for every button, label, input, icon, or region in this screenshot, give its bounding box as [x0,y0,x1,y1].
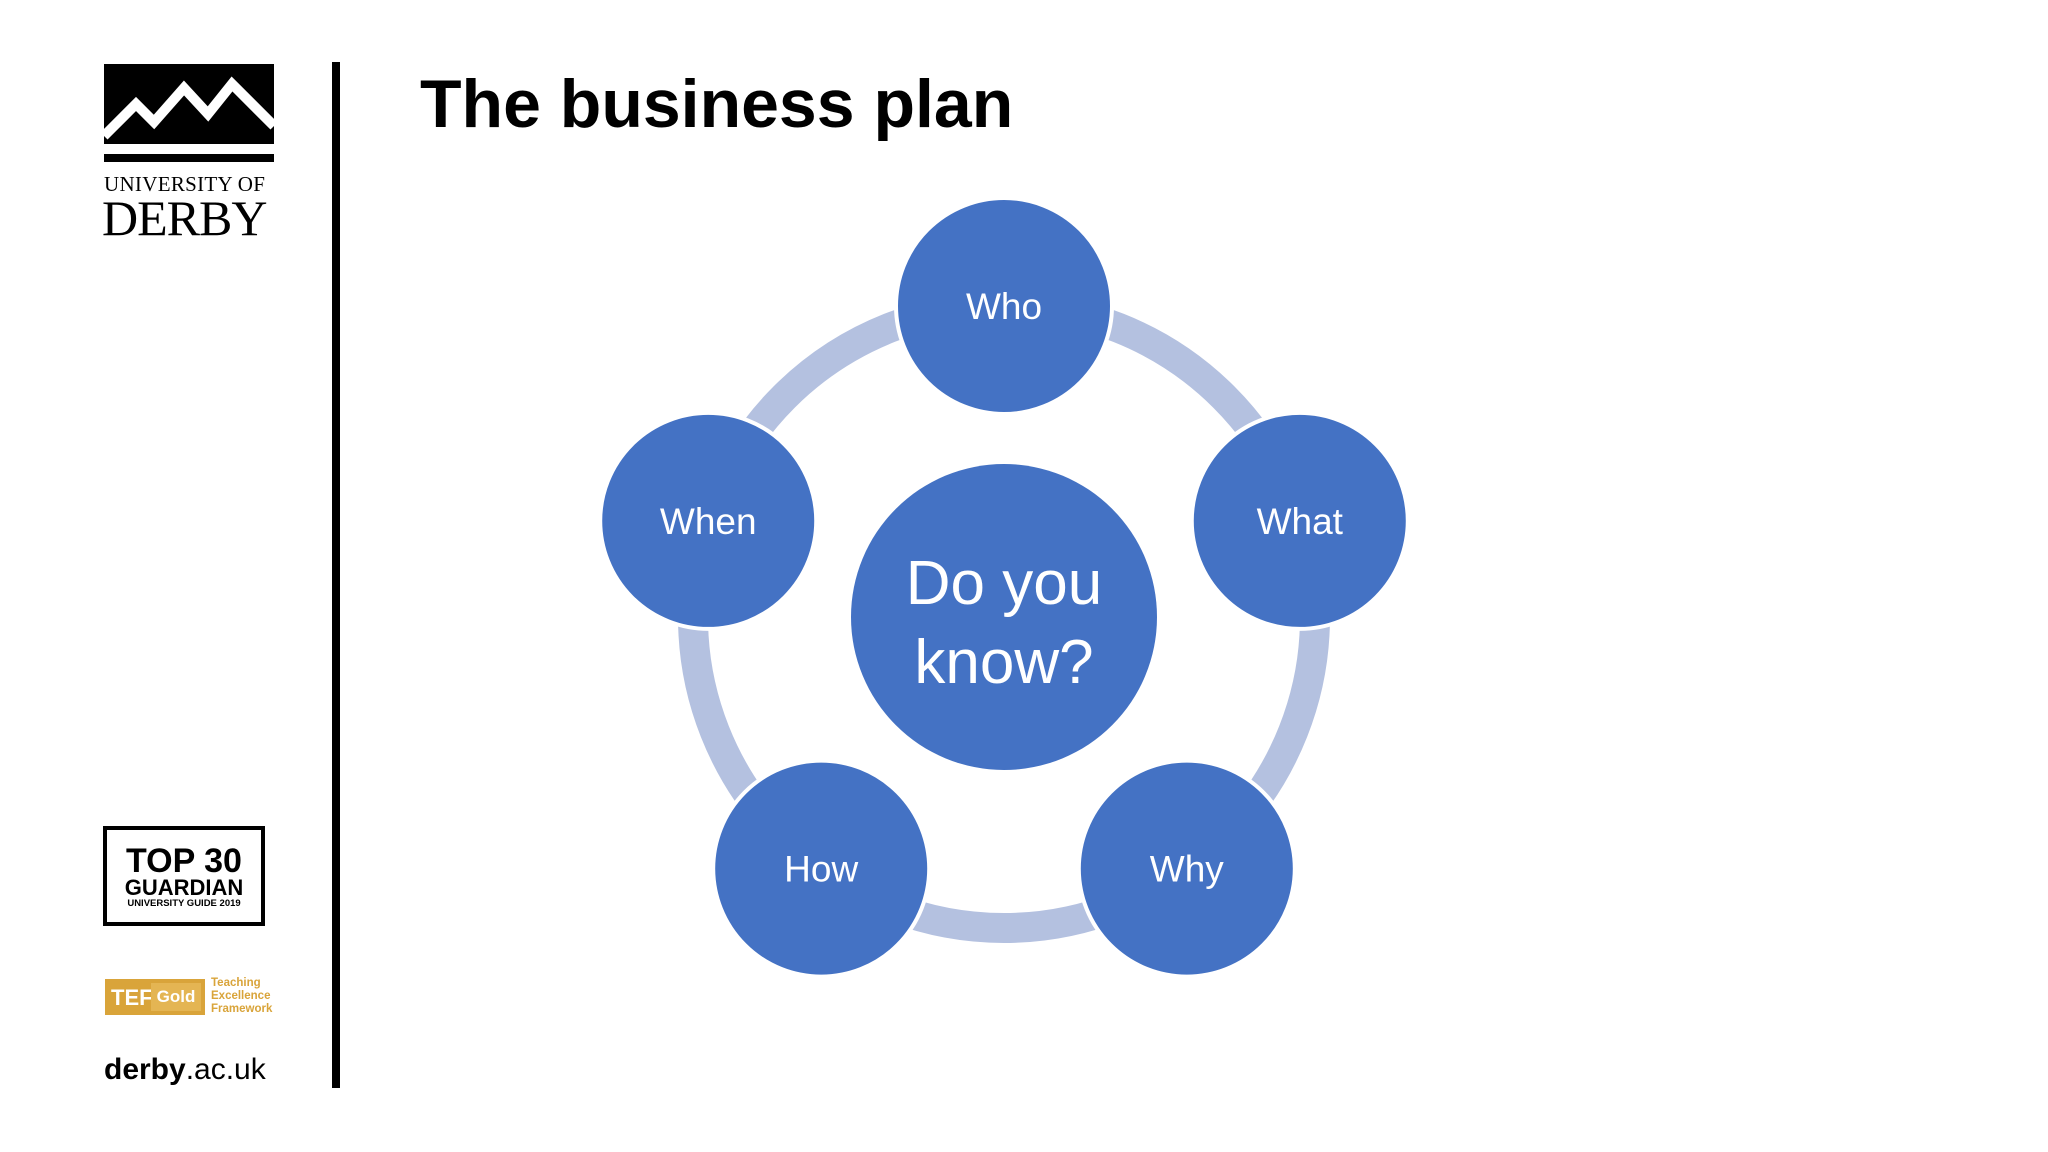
cycle-node-label: Why [1150,849,1225,890]
center-node: Do you know? [851,464,1157,770]
tef-gold-label: Gold [151,983,201,1011]
center-label-line2: know? [914,628,1093,697]
university-of-label: UNIVERSITY OF [104,172,266,196]
cycle-node-what: What [1189,410,1410,631]
cycle-node-circle [1189,410,1410,631]
tef-gold-badge: TEF Gold Teaching Excellence Framework [105,977,285,1017]
slide-title: The business plan [420,66,1014,142]
cycle-node-label: Who [966,286,1042,327]
tef-caption-line3: Framework [211,1003,273,1015]
website-link[interactable]: derby.ac.uk [104,1052,266,1088]
guardian-top30-badge: TOP 30 GUARDIAN UNIVERSITY GUIDE 2019 [103,826,265,926]
guardian-badge-line2: GUARDIAN [124,875,244,900]
tef-label: TEF [111,985,153,1010]
cycle-node-label: What [1257,501,1344,542]
website-rest: .ac.uk [185,1053,266,1086]
center-circle [851,464,1157,770]
cycle-node-circle [598,410,819,631]
guardian-badge-line3: UNIVERSITY GUIDE 2019 [127,898,241,909]
tef-caption-line1: Teaching [211,977,261,989]
cycle-node-who: Who [894,196,1114,416]
tef-caption-line2: Excellence [211,990,271,1002]
cycle-node-why: Why [1076,758,1297,979]
vertical-divider [332,62,340,1088]
cycle-node-when: When [598,410,819,631]
tef-gold-logo: TEF Gold [105,979,205,1015]
cycle-node-circle [711,758,932,979]
university-name-label: DERBY [102,190,267,246]
center-label-line1: Do you [906,549,1102,618]
cycle-node-label: When [660,501,757,542]
university-logo-mountains-icon [104,64,274,162]
cycle-node-label: How [784,849,858,890]
website-bold: derby [104,1053,186,1086]
cycle-node-circle [894,196,1114,416]
cycle-node-circle [1076,758,1297,979]
guardian-badge-line1: TOP 30 [126,842,242,880]
tef-caption: Teaching Excellence Framework [211,977,272,1016]
cycle-node-how: How [711,758,932,979]
